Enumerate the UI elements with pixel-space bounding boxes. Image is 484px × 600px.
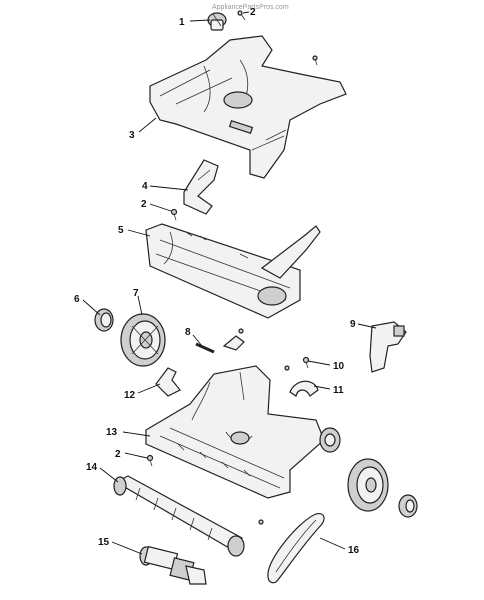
callout-12: 12 <box>124 390 136 401</box>
callout-11: 11 <box>333 385 344 396</box>
screw-center <box>238 328 244 334</box>
part-11-clip <box>289 380 319 397</box>
knob-right <box>398 494 418 518</box>
callout-6: 6 <box>74 294 80 305</box>
screw-lower-left <box>146 454 154 467</box>
callout-labels: 1 2 3 4 2 5 6 7 8 9 10 12 11 13 2 14 15 … <box>74 7 360 556</box>
callout-16: 16 <box>348 545 360 556</box>
callout-2-mid: 2 <box>141 199 147 210</box>
callout-8: 8 <box>185 327 191 338</box>
part-4-bracket <box>183 159 219 215</box>
screw-mid <box>170 208 178 221</box>
part-5-housing <box>145 223 321 319</box>
screw-left-10 <box>284 365 290 371</box>
callout-2-low: 2 <box>115 449 121 460</box>
callout-7: 7 <box>133 288 139 299</box>
screw-right <box>312 55 318 66</box>
callout-5: 5 <box>118 225 124 236</box>
part-3-hood <box>149 35 347 179</box>
callout-4: 4 <box>142 181 148 192</box>
callout-2-top: 2 <box>250 7 256 18</box>
part-7-wheel <box>120 313 166 367</box>
part-9-pedal <box>369 321 407 373</box>
clip-near-8 <box>222 335 245 351</box>
part-8-pin <box>195 342 215 354</box>
wheel-right <box>347 458 389 512</box>
callout-10: 10 <box>333 361 345 372</box>
callout-14: 14 <box>86 462 98 473</box>
callout-9: 9 <box>350 319 356 330</box>
watermark-text: AppliancePartsPros.com <box>212 4 289 11</box>
part-12-clip <box>155 367 181 397</box>
part-10-screw <box>302 356 310 369</box>
screw-top <box>237 10 246 21</box>
part-16-belt <box>267 513 325 584</box>
part-15-brush-end <box>139 545 207 585</box>
callout-3: 3 <box>129 130 135 141</box>
callout-15: 15 <box>98 537 110 548</box>
callout-1: 1 <box>179 17 185 28</box>
part-13-base <box>145 365 341 499</box>
part-6-knob <box>94 308 114 332</box>
leader-lines <box>82 11 377 555</box>
part-14-brushroll <box>113 475 245 557</box>
callout-13: 13 <box>106 427 118 438</box>
part-1-knob <box>207 12 227 31</box>
screw-brushroll <box>258 519 264 525</box>
